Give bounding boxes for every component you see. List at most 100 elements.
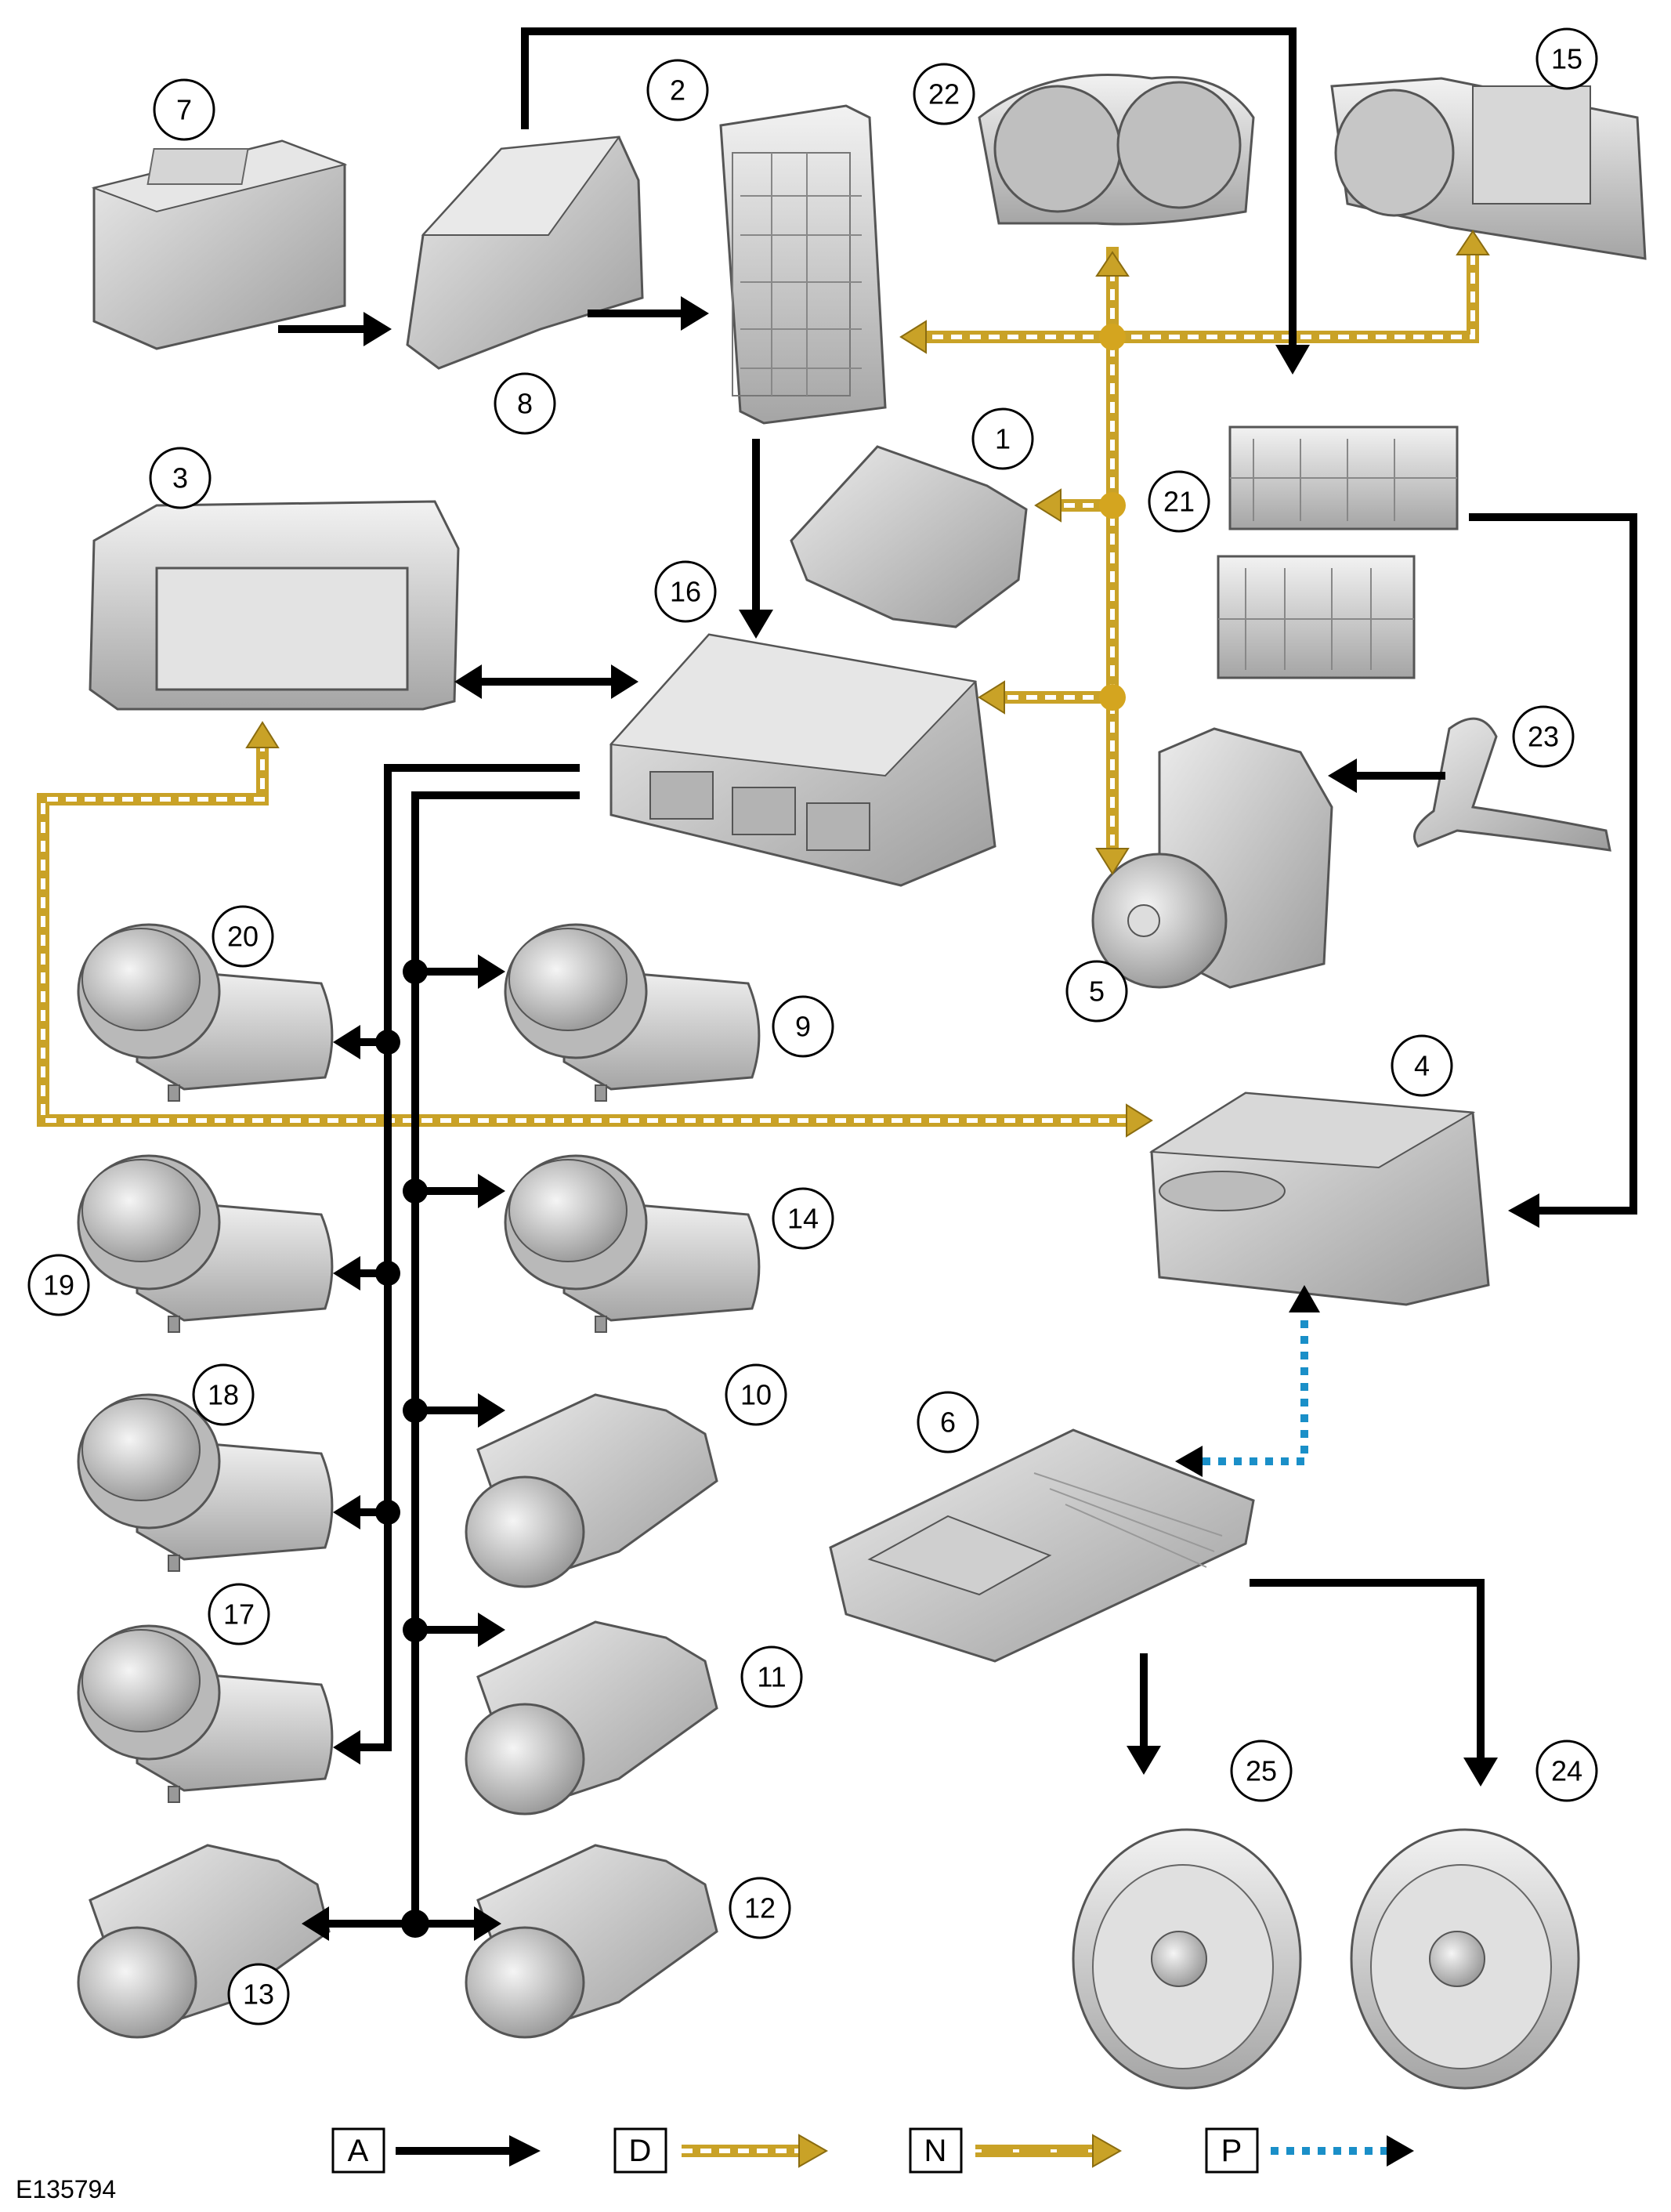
callout-22: 22 <box>913 63 975 125</box>
callout-7: 7 <box>153 78 215 141</box>
callout-label: 4 <box>1414 1050 1430 1082</box>
parking-sensor-left-1 <box>77 923 334 1102</box>
callout-12: 12 <box>729 1877 791 1939</box>
callout-label: 18 <box>208 1379 239 1411</box>
blue-dotted-line <box>1175 1285 1320 1477</box>
callout-label: 13 <box>243 1978 274 2011</box>
callout-23: 23 <box>1512 705 1575 768</box>
callout-circle <box>772 995 834 1058</box>
legend-item-p: P <box>1205 2127 1414 2174</box>
callout-13: 13 <box>227 1963 290 2026</box>
black-network-lines <box>278 27 1637 1928</box>
legend-key-n: N <box>924 2134 947 2168</box>
legend-item-n: N <box>909 2127 1123 2174</box>
callout-circle <box>729 1877 791 1939</box>
callout-label: 9 <box>795 1011 811 1043</box>
callout-circle <box>1535 1740 1598 1802</box>
callout-5: 5 <box>1065 960 1128 1023</box>
callout-circle <box>913 63 975 125</box>
callout-label: 20 <box>227 921 259 953</box>
callout-circle <box>208 1583 270 1645</box>
callout-6: 6 <box>917 1391 979 1454</box>
callout-15: 15 <box>1535 27 1598 90</box>
instrument-cluster-component <box>978 74 1255 226</box>
parking-sensor-angled-3 <box>465 1844 718 2039</box>
callout-label: 2 <box>670 74 685 107</box>
starter-motor-component <box>1330 77 1647 260</box>
callout-circle <box>27 1254 90 1316</box>
fuse-box-component <box>719 104 887 425</box>
callout-label: 8 <box>517 388 533 420</box>
black-arrowheads <box>302 296 1539 1941</box>
parking-aid-module-component <box>609 633 996 887</box>
battery-component <box>91 139 348 350</box>
callout-label: 23 <box>1528 721 1559 753</box>
black-junction-dots <box>375 959 429 1938</box>
callout-8: 8 <box>494 372 556 435</box>
speaker-24-component <box>1350 1828 1580 2090</box>
callout-label: 24 <box>1551 1755 1582 1787</box>
audio-control-module-component <box>1148 1092 1490 1306</box>
callout-4: 4 <box>1391 1034 1453 1097</box>
gold-arrowheads <box>245 230 1490 1138</box>
callout-circle <box>153 78 215 141</box>
parking-sensor-angled-1 <box>465 1393 718 1588</box>
callout-9: 9 <box>772 995 834 1058</box>
parking-sensor-left-3 <box>77 1393 334 1572</box>
callout-circle <box>1065 960 1128 1023</box>
callout-1: 1 <box>971 407 1034 470</box>
callout-circle <box>772 1187 834 1250</box>
callout-16: 16 <box>654 560 717 623</box>
callout-circle <box>1148 470 1210 533</box>
callout-circle <box>494 372 556 435</box>
callout-label: 10 <box>740 1379 772 1411</box>
callout-circle <box>646 59 709 121</box>
callout-label: 21 <box>1163 486 1195 518</box>
callout-circle <box>917 1391 979 1454</box>
parking-sensor-mid-2 <box>504 1154 761 1333</box>
callout-circle <box>971 407 1034 470</box>
legend: A D N P <box>331 2127 1414 2174</box>
callout-label: 14 <box>787 1203 819 1235</box>
callout-circle <box>1230 1740 1293 1802</box>
callout-label: 15 <box>1551 43 1582 75</box>
callout-label: 3 <box>172 462 188 494</box>
legend-key-a: A <box>348 2134 369 2168</box>
wheel-speed-sensor-component <box>1413 717 1611 852</box>
parking-sensor-left-2 <box>77 1154 334 1333</box>
callout-2: 2 <box>646 59 709 121</box>
abs-module-component <box>1091 727 1333 989</box>
callout-label: 11 <box>757 1661 786 1693</box>
callout-label: 12 <box>744 1892 776 1924</box>
callout-label: 22 <box>928 78 960 110</box>
module-1-component <box>790 445 1028 628</box>
touch-screen-component <box>89 500 460 711</box>
callout-circle <box>1391 1034 1453 1097</box>
callout-21: 21 <box>1148 470 1210 533</box>
callout-circle <box>1512 705 1575 768</box>
gold-network-lines <box>37 247 1479 1127</box>
components-layer <box>89 74 1647 2090</box>
callout-circle <box>654 560 717 623</box>
figure-id: E135794 <box>16 2175 116 2203</box>
callout-circle <box>725 1363 787 1426</box>
speaker-25-component <box>1072 1828 1302 2090</box>
legend-item-d: D <box>613 2127 829 2174</box>
callout-24: 24 <box>1535 1740 1598 1802</box>
callout-label: 5 <box>1089 976 1105 1008</box>
parking-sensor-left-4 <box>77 1624 334 1803</box>
callout-circle <box>1535 27 1598 90</box>
callout-19: 19 <box>27 1254 90 1316</box>
callout-3: 3 <box>149 447 212 509</box>
callout-circle <box>740 1645 803 1708</box>
parking-sensor-mid-1 <box>504 923 761 1102</box>
callout-circle <box>212 905 274 968</box>
callout-25: 25 <box>1230 1740 1293 1802</box>
callout-circle <box>149 447 212 509</box>
callout-label: 25 <box>1246 1755 1277 1787</box>
callout-label: 6 <box>940 1406 956 1439</box>
callout-label: 19 <box>43 1269 74 1301</box>
callout-label: 7 <box>176 94 192 126</box>
callout-circle <box>227 1963 290 2026</box>
